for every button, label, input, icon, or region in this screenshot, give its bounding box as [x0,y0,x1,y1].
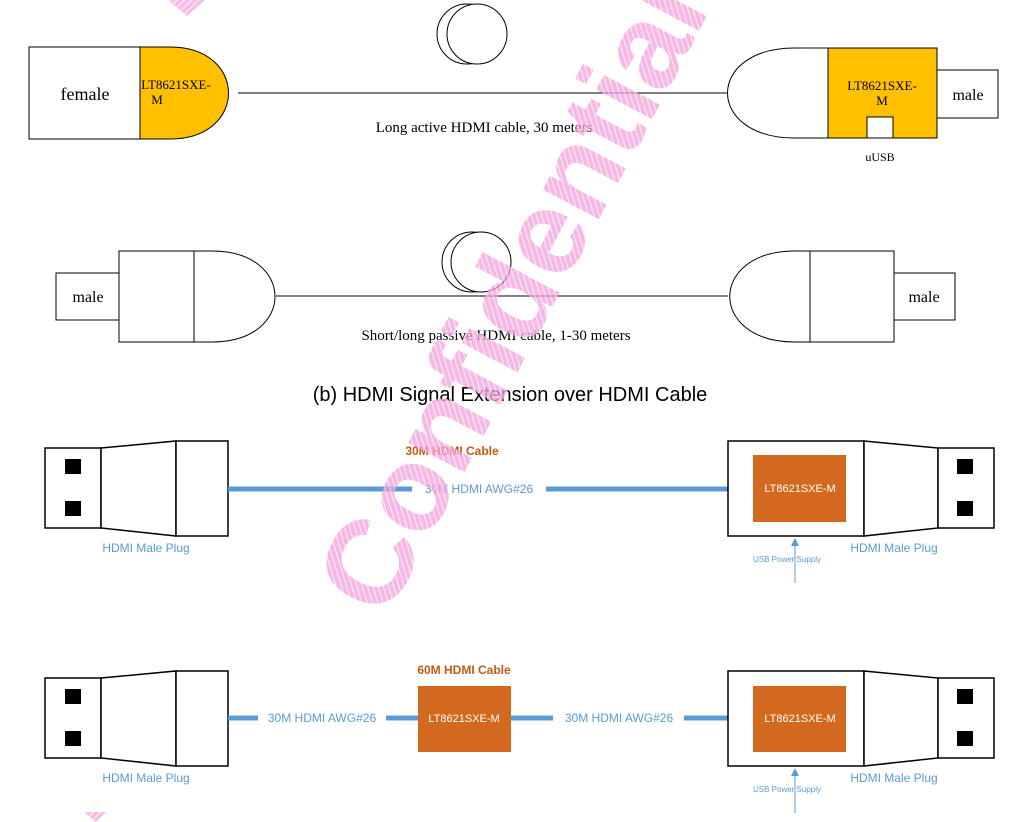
left-chip-label-2: M [151,92,163,107]
mid-chip-d [418,686,511,752]
female-label: female [61,84,110,104]
left-plug-label-c: HDMI Male Plug [102,541,189,555]
diagram-passive-cable: male Short/long passive HDMI cable, 1-30… [55,231,956,344]
power-label-d: USB Power Supply [753,785,821,794]
right-connector-body-b [809,250,895,343]
right-plug-label-d: HDMI Male Plug [850,771,937,785]
left-connector-shell-b [193,250,276,343]
right-plug-pin-1-c [957,459,973,474]
watermark-fragment-bottom [84,812,106,822]
power-arrowhead-c [791,538,799,546]
power-arrowhead-d [791,768,799,776]
chip-c [753,455,846,522]
passive-coil-front [450,231,512,293]
passive-cable-caption: Short/long passive HDMI cable, 1-30 mete… [361,328,630,344]
usb-port [866,116,894,139]
right-plug-pin-1-d [957,689,973,704]
title-30m: 30M HDMI Cable [405,444,499,458]
right-connector-shell-b [729,250,810,343]
left-connector-body-b [118,250,195,343]
right-connector-shell [727,47,828,139]
cable-label-d-left: 30M HDMI AWG#26 [268,711,377,725]
power-label-c: USB Power Supply [753,555,821,564]
active-cable-caption: Long active HDMI cable, 30 meters [376,120,593,136]
left-plug-taper-d [100,670,177,767]
section-title: (b) HDMI Signal Extension over HDMI Cabl… [313,384,708,406]
watermark-fragment-top [168,0,205,16]
left-plug-pin-2-d [65,731,81,746]
left-plug-body-d [175,670,229,767]
left-plug-label-d: HDMI Male Plug [102,771,189,785]
right-plug-label-c: HDMI Male Plug [850,541,937,555]
right-chip-label-2: M [876,93,888,108]
male-plug-right-b [893,272,956,321]
right-plug-pin-2-d [957,731,973,746]
confidential-watermark: Confidential [290,0,734,633]
right-plug-pin-2-c [957,501,973,516]
usb-label: uUSB [865,150,894,164]
diagram-active-cable: female LT8621SXE- M Long active HDMI cab… [28,3,999,164]
diagram-30m-cable: 30M HDMI Cable HDMI Male Plug 30M HDMI A… [44,440,995,583]
male-plug-left-b [55,272,120,321]
cable-label-d-right: 30M HDMI AWG#26 [565,711,674,725]
male-label-left-b: male [72,289,103,306]
left-plug-body-c [175,440,229,537]
left-chip-shell [139,46,229,140]
male-plug-right [936,69,999,119]
right-chip-label-1: LT8621SXE- [847,78,917,93]
right-plug-taper-d [863,670,939,767]
male-label-right-b: male [908,289,939,306]
right-plug-taper-c [863,440,939,537]
chip-d [753,686,846,752]
left-chip-label-1: LT8621SXE- [141,77,211,92]
male-label-right: male [952,87,983,104]
mid-chip-label-d: LT8621SXE-M [428,713,499,725]
title-60m: 60M HDMI Cable [417,663,511,677]
left-plug-pin-1-c [65,459,81,474]
cable-label-30m: 30M HDMI AWG#26 [425,482,534,496]
left-plug-taper-c [100,440,177,537]
left-plug-pin-2-c [65,501,81,516]
diagram-60m-cable: 60M HDMI Cable HDMI Male Plug 30M HDMI A… [44,663,995,813]
cable-coil-front [446,3,508,65]
chip-label-d: LT8621SXE-M [764,713,835,725]
female-connector [28,46,141,140]
chip-label-c: LT8621SXE-M [764,483,835,495]
left-plug-pin-1-d [65,689,81,704]
